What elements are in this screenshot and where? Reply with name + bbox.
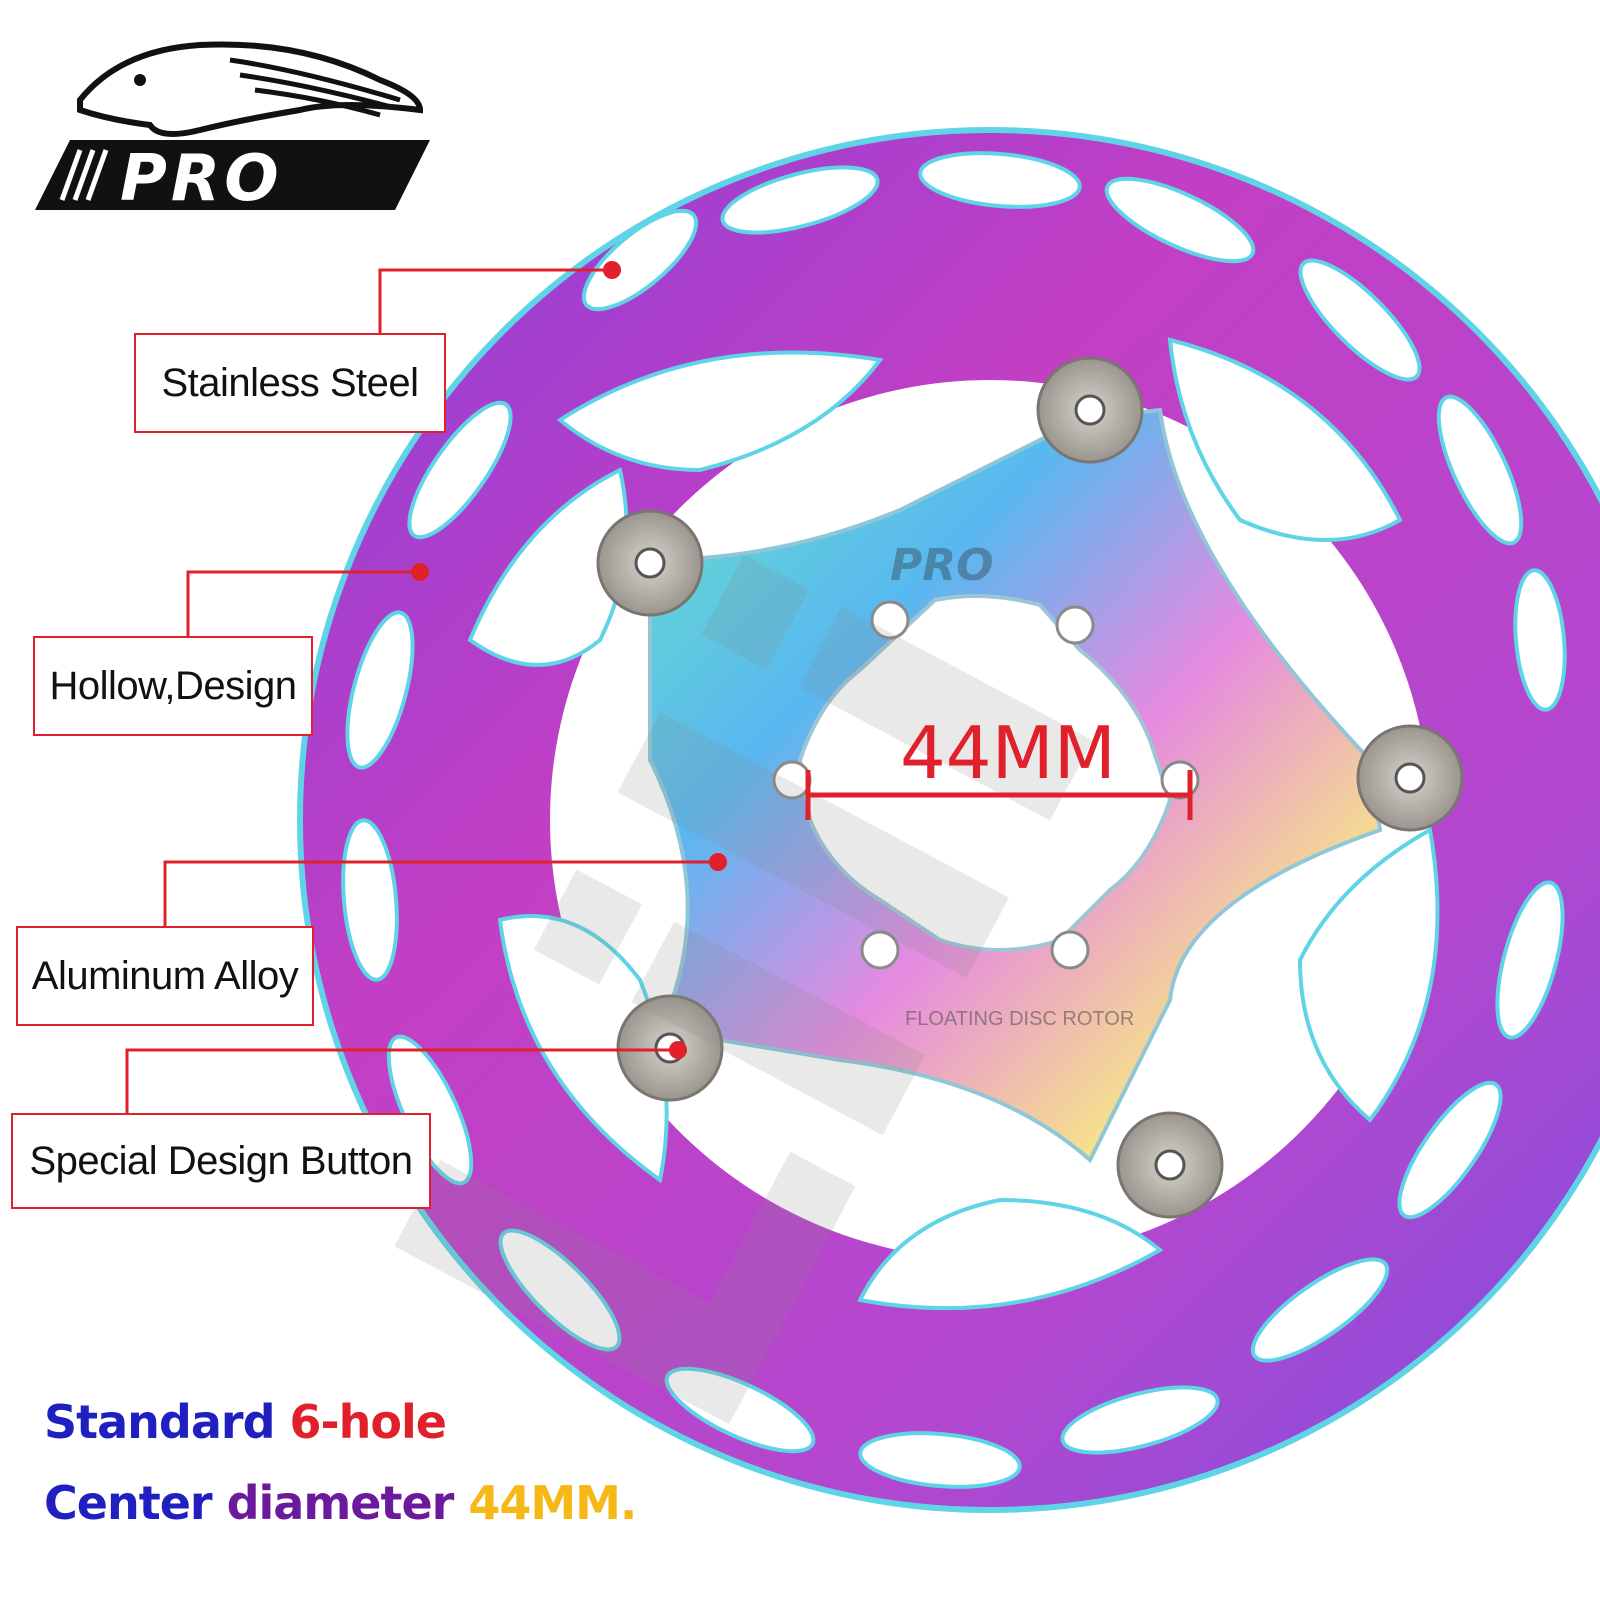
- callout-special-design-button: Special Design Button: [11, 1113, 431, 1209]
- callout-dots: [411, 261, 727, 1059]
- callout-hollow-design: Hollow,Design: [33, 636, 313, 736]
- caption-standard-word: Standard: [44, 1395, 290, 1449]
- brand-logo-text: PRO: [120, 142, 283, 216]
- diameter-dimension: 44MM: [805, 711, 1193, 820]
- aluminum-spider: PRO FLOATING DISC ROTOR: [648, 407, 1383, 1164]
- callout-aluminum-alloy: Aluminum Alloy: [16, 926, 314, 1026]
- diameter-label: 44MM: [900, 711, 1116, 795]
- rivet-button-left: [596, 509, 704, 617]
- caption-center-diameter: Center diameter 44MM.: [44, 1476, 637, 1530]
- callout-stainless-steel: Stainless Steel: [134, 333, 446, 433]
- floating-buttons: [596, 356, 1464, 1219]
- panther-logo: [77, 41, 424, 137]
- callout-lines: [125, 268, 718, 1113]
- rivet-button-bottom: [1116, 1111, 1224, 1219]
- caption-44mm: 44MM.: [468, 1476, 637, 1530]
- rivet-button-top: [1036, 356, 1144, 464]
- brand-logo: PRO: [35, 41, 430, 216]
- floating-rotor-print: FLOATING DISC ROTOR: [905, 1008, 1134, 1030]
- spider-logo-print: PRO: [890, 540, 994, 591]
- rivet-button-right: [1356, 724, 1464, 832]
- caption-standard-hole: Standard 6-hole: [44, 1395, 447, 1449]
- caption-center-word: Center: [44, 1476, 227, 1530]
- caption-diameter-word: diameter: [226, 1476, 469, 1530]
- caption-six-hole: 6-hole: [289, 1395, 447, 1449]
